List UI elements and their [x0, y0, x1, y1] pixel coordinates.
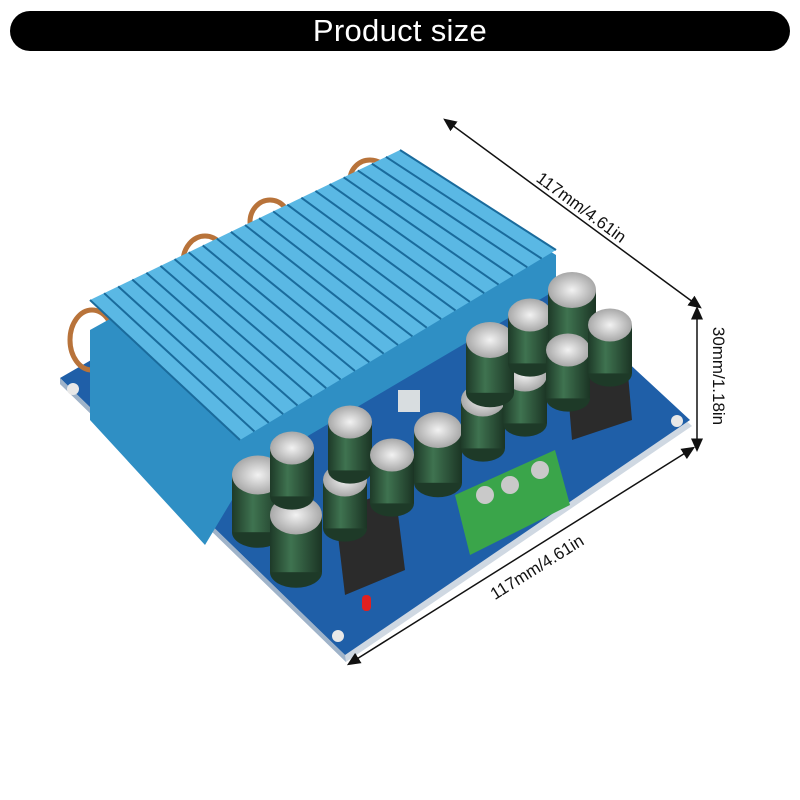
- heatsink-fin: [103, 292, 256, 433]
- mount-hole: [671, 415, 683, 427]
- width-dimension-line: [346, 446, 696, 666]
- height-label: 30mm/1.18in: [709, 327, 728, 425]
- mount-hole: [67, 383, 79, 395]
- page-title-banner: Product size: [10, 11, 790, 51]
- led-indicator: [362, 595, 371, 611]
- length-label: 117mm/4.61in: [533, 168, 630, 246]
- capacitor: [588, 308, 632, 387]
- heatsink-fin: [216, 237, 370, 364]
- connector: [398, 390, 420, 412]
- capacitor: [466, 322, 514, 408]
- heatsink-fin: [230, 231, 385, 355]
- page-title: Product size: [312, 13, 488, 48]
- capacitor: [270, 431, 314, 510]
- mount-hole: [332, 630, 344, 642]
- heatsink-fin: [159, 265, 313, 398]
- heatsink-fin: [173, 258, 327, 389]
- heatsink-fin: [131, 278, 284, 415]
- heatsink-fin: [117, 285, 270, 424]
- heatsink: [89, 149, 557, 545]
- heatsink-fin: [286, 203, 442, 320]
- heatsink-fin: [244, 224, 399, 346]
- heatsink-fin: [145, 271, 299, 407]
- length-dimension-line: [443, 118, 702, 309]
- heatsink-fin: [258, 217, 413, 338]
- heatsink-fin: [187, 251, 342, 381]
- heatsink-fin: [300, 196, 457, 312]
- heatsink-fin: [202, 244, 356, 372]
- capacitor: [328, 405, 372, 484]
- capacitor: [370, 438, 414, 517]
- capacitor: [508, 298, 552, 377]
- heatsink-fin: [272, 210, 428, 329]
- capacitor: [414, 412, 462, 498]
- capacitor: [546, 333, 590, 412]
- heatsink-fin: [89, 299, 241, 441]
